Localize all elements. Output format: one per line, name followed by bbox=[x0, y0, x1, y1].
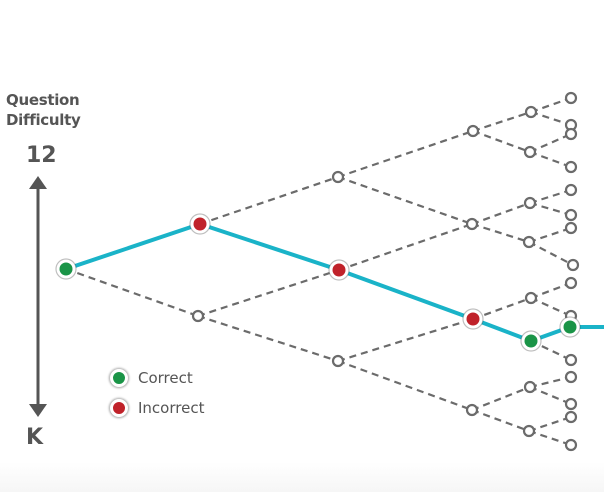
branch-edge bbox=[199, 175, 339, 226]
correct-answer-node bbox=[524, 334, 538, 348]
branch-edge bbox=[528, 429, 572, 447]
unvisited-node bbox=[465, 217, 479, 231]
axis-top-label: 12 bbox=[26, 143, 57, 168]
branch-edge bbox=[528, 415, 572, 433]
legend-incorrect-label: Incorrect bbox=[138, 399, 205, 417]
unvisited-node bbox=[564, 276, 578, 290]
correct-dot-icon bbox=[110, 369, 128, 387]
arrow-up-icon bbox=[29, 176, 47, 189]
branch-edge bbox=[528, 226, 572, 244]
unvisited-node bbox=[524, 105, 538, 119]
correct-answer-node bbox=[59, 262, 73, 276]
arrow-down-icon bbox=[29, 404, 47, 417]
axis-title: Question Difficulty bbox=[6, 90, 81, 130]
branch-edge bbox=[529, 201, 572, 217]
branch-edge bbox=[337, 317, 474, 363]
branch-edge bbox=[472, 296, 532, 321]
branch-edge bbox=[472, 129, 531, 154]
branch-edge bbox=[530, 296, 572, 318]
unvisited-node bbox=[522, 235, 536, 249]
branch-edge bbox=[529, 385, 572, 406]
incorrect-answer-node bbox=[466, 312, 480, 326]
branch-edge bbox=[65, 267, 199, 318]
incorrect-dot-icon bbox=[110, 399, 128, 417]
unvisited-node bbox=[564, 183, 578, 197]
legend-correct: Correct bbox=[110, 367, 193, 389]
unvisited-node bbox=[524, 291, 538, 305]
unvisited-node bbox=[523, 145, 537, 159]
unvisited-node bbox=[564, 221, 578, 235]
axis-title-line1: Question bbox=[6, 91, 80, 109]
unvisited-node bbox=[564, 127, 578, 141]
branch-edge bbox=[471, 201, 531, 226]
branch-edge bbox=[529, 132, 572, 154]
unvisited-node bbox=[564, 91, 578, 105]
branch-edge bbox=[530, 340, 572, 361]
branch-edge bbox=[197, 314, 339, 363]
incorrect-answer-node bbox=[193, 217, 207, 231]
branch-edge bbox=[471, 408, 530, 433]
branch-edge bbox=[528, 241, 574, 266]
unvisited-node bbox=[465, 403, 479, 417]
branch-edge bbox=[529, 375, 572, 389]
unvisited-node bbox=[564, 410, 578, 424]
unvisited-node bbox=[566, 258, 580, 272]
legend-incorrect: Incorrect bbox=[110, 397, 204, 419]
unvisited-node bbox=[564, 370, 578, 384]
branch-edge bbox=[530, 110, 572, 127]
legend-correct-label: Correct bbox=[138, 369, 193, 387]
unvisited-node bbox=[564, 397, 578, 411]
branch-edge bbox=[337, 359, 473, 412]
branch-edge bbox=[530, 96, 572, 114]
branch-edge bbox=[197, 268, 340, 318]
unvisited-node bbox=[191, 309, 205, 323]
correct-answer-node bbox=[563, 320, 577, 334]
unvisited-node bbox=[331, 170, 345, 184]
branch-edge bbox=[529, 188, 572, 205]
unvisited-node bbox=[522, 424, 536, 438]
branch-edge bbox=[337, 175, 473, 226]
unvisited-node bbox=[331, 354, 345, 368]
unvisited-node bbox=[564, 438, 578, 452]
branch-edge bbox=[529, 150, 572, 169]
unvisited-node bbox=[466, 124, 480, 138]
axis-title-line2: Difficulty bbox=[6, 111, 81, 129]
branch-edge bbox=[472, 110, 532, 133]
branch-edge bbox=[471, 222, 530, 244]
unvisited-node bbox=[564, 208, 578, 222]
difficulty-axis-arrow bbox=[29, 176, 47, 417]
unvisited-node bbox=[523, 380, 537, 394]
branch-edge bbox=[337, 129, 474, 179]
branch-edge bbox=[471, 385, 531, 412]
unvisited-node bbox=[564, 160, 578, 174]
branch-edge bbox=[530, 281, 572, 300]
unvisited-node bbox=[523, 196, 537, 210]
axis-bottom-label: K bbox=[26, 425, 44, 450]
incorrect-answer-node bbox=[332, 263, 346, 277]
unvisited-node bbox=[564, 353, 578, 367]
branch-edge bbox=[338, 222, 473, 272]
